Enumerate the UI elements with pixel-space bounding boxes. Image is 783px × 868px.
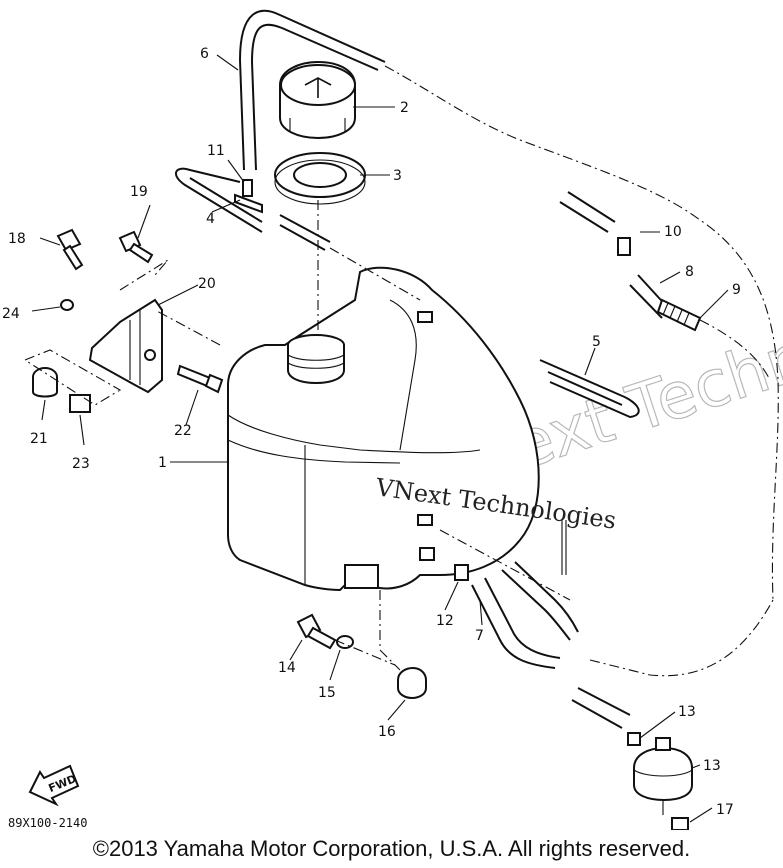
callout-13-upper: 12: [436, 613, 454, 629]
callout-20: 19: [130, 184, 148, 200]
callout-17: 16: [378, 724, 396, 740]
cap-gasket: [274, 152, 366, 205]
callout-22: 23: [72, 456, 90, 472]
fuel-filter-14: [633, 737, 693, 815]
leader-lines: [31, 54, 729, 823]
bolt-20: [118, 230, 154, 264]
hose-clamp-13-lower: [627, 732, 641, 746]
callout-11: 11: [207, 143, 225, 159]
vent-hose-5: [539, 359, 640, 419]
fwd-arrow-icon: FWD: [28, 764, 80, 807]
callout-7: 7: [475, 628, 484, 644]
bracket-centerline: [119, 259, 221, 346]
callout-8: 8: [685, 264, 694, 280]
nut-17: [397, 666, 427, 700]
bolt-15: [296, 613, 337, 650]
callout-6: 6: [200, 46, 209, 62]
callout-23: 22: [174, 423, 192, 439]
fuel-cap: [279, 60, 356, 140]
callout-3: 3: [393, 168, 402, 184]
hose-clamp-13-upper: [454, 564, 469, 581]
callout-24: 24: [2, 306, 20, 322]
drawing-code: 89X100-2140: [8, 816, 87, 830]
damper-21: [32, 367, 58, 398]
mount-centerline: [334, 590, 401, 671]
grommet-24: [60, 299, 74, 311]
callout-9: 9: [732, 282, 741, 298]
fuel-tank-exploded-diagram: VNext Technologies: [2, 9, 783, 830]
collar-22: [69, 394, 91, 413]
callout-10: 10: [664, 224, 682, 240]
callout-2: 2: [400, 100, 409, 116]
callout-13-lower: 13: [678, 704, 696, 720]
damper-centerline: [23, 349, 122, 406]
callout-19: 18: [8, 231, 26, 247]
callout-21: 21: [30, 431, 48, 447]
callout-16: 15: [318, 685, 336, 701]
clip-12: [671, 817, 689, 830]
callout-18: 20: [198, 276, 216, 292]
bolt-23: [176, 364, 224, 394]
fuel-tank: [227, 266, 540, 592]
callout-5: 5: [592, 334, 601, 350]
breather-hose-6: [238, 9, 779, 601]
washer-16: [336, 635, 354, 649]
vent-hose-4: [175, 167, 421, 301]
callout-1: 1: [158, 455, 167, 471]
bracket-18: [88, 298, 163, 394]
copyright-notice: ©2013 Yamaha Motor Corporation, U.S.A. A…: [92, 836, 691, 861]
callout-15: 14: [278, 660, 296, 676]
tee-fitting-11: [234, 179, 263, 214]
callout-numbers: 6 2 3 4 11 19 18 24 20 5 10 8 9 1 22 21 …: [2, 46, 741, 818]
callout-12: 17: [716, 802, 734, 818]
callout-4: 4: [206, 211, 215, 227]
fuel-hose-7: [439, 520, 774, 729]
hose-assembly-8-9-10: [559, 191, 771, 381]
callout-14: 13: [703, 758, 721, 774]
bolt-19: [56, 228, 84, 271]
